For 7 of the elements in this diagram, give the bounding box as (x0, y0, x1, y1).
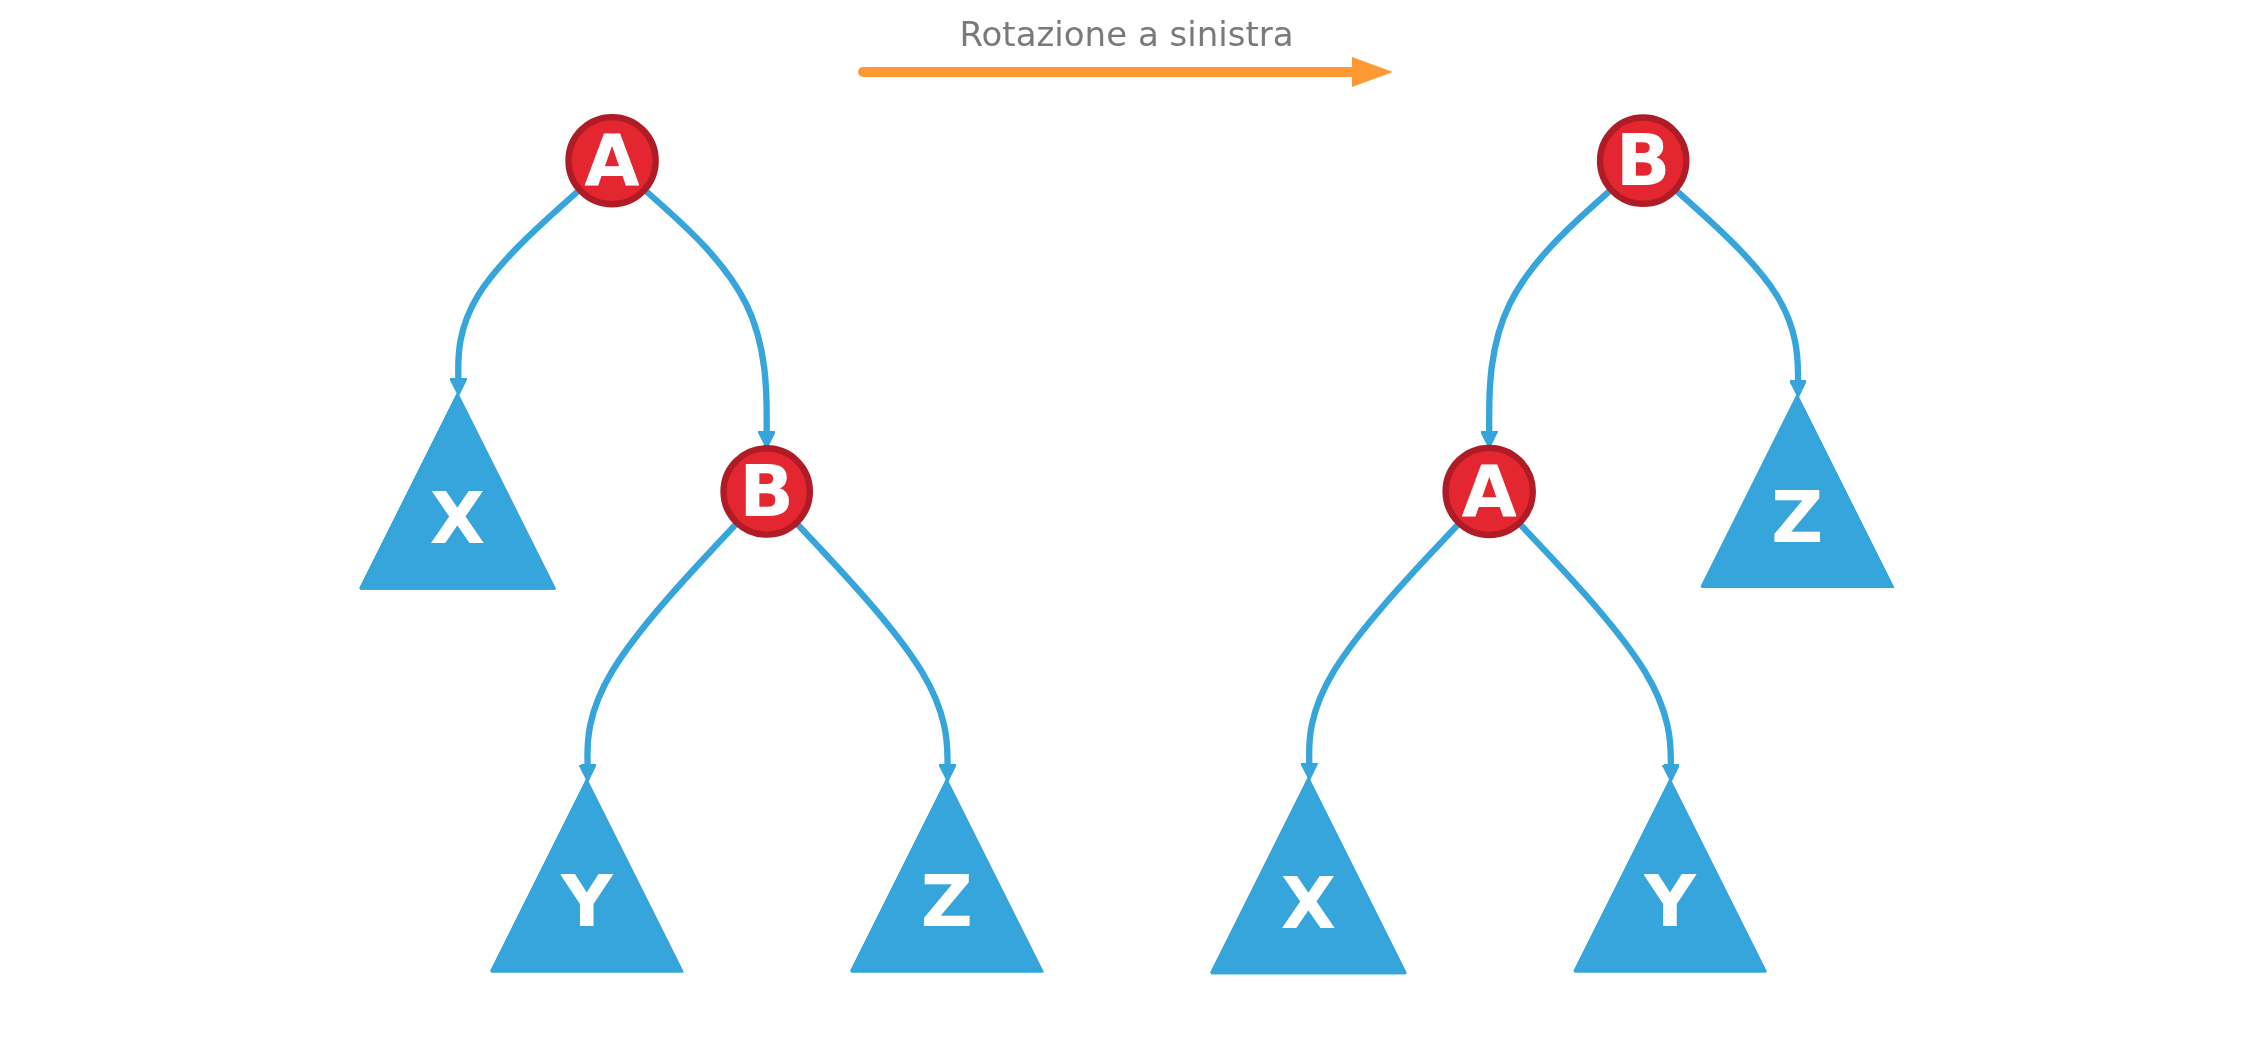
node-circle: A (565, 113, 659, 208)
arrow (449, 187, 582, 397)
arrow (1673, 187, 1808, 398)
node-circle: B (720, 445, 813, 538)
node-circle: B (1596, 114, 1690, 207)
node-circle: A (1442, 444, 1536, 539)
rotation-label: Rotazione a sinistra (959, 14, 1294, 54)
